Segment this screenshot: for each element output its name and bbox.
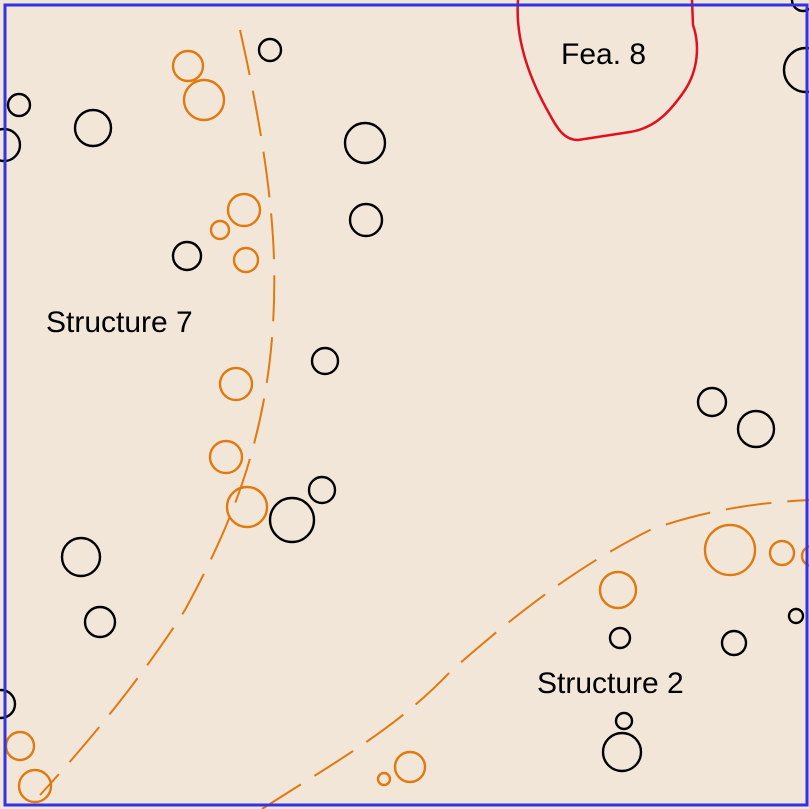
structure-7-outline: [39, 29, 276, 796]
structure-7-label: Structure 7: [46, 306, 193, 339]
posthole: [736, 409, 776, 449]
posthole: [6, 92, 32, 118]
posthole: [0, 688, 17, 720]
structure-postholes: [4, 49, 809, 804]
posthole: [703, 523, 757, 577]
posthole: [376, 771, 392, 787]
posthole: [768, 539, 796, 567]
posthole: [226, 192, 262, 228]
structure-2-outline: [261, 499, 809, 809]
posthole: [225, 485, 269, 529]
posthole: [60, 536, 102, 578]
posthole: [218, 366, 254, 402]
posthole: [208, 439, 244, 475]
posthole: [73, 108, 113, 148]
posthole: [696, 386, 728, 418]
posthole: [17, 768, 53, 804]
posthole: [790, 0, 809, 13]
feature-8-outline: [516, 0, 699, 142]
posthole: [787, 607, 805, 625]
posthole: [343, 121, 387, 165]
posthole: [800, 545, 809, 567]
posthole: [257, 37, 283, 63]
posthole: [171, 240, 203, 272]
posthole: [720, 629, 748, 657]
posthole: [83, 605, 117, 639]
posthole: [348, 202, 384, 238]
posthole: [310, 346, 340, 376]
posthole: [614, 711, 634, 731]
posthole: [171, 49, 205, 83]
posthole: [209, 219, 231, 241]
feature-8-label: Fea. 8: [561, 38, 646, 71]
posthole: [601, 731, 643, 773]
posthole: [307, 475, 337, 505]
structure-2-label: Structure 2: [537, 667, 684, 700]
posthole: [232, 246, 260, 274]
posthole: [608, 626, 632, 650]
posthole: [182, 78, 226, 122]
posthole: [598, 570, 638, 610]
map-frame: [3, 3, 809, 807]
posthole: [268, 496, 316, 544]
posthole: [393, 750, 427, 784]
